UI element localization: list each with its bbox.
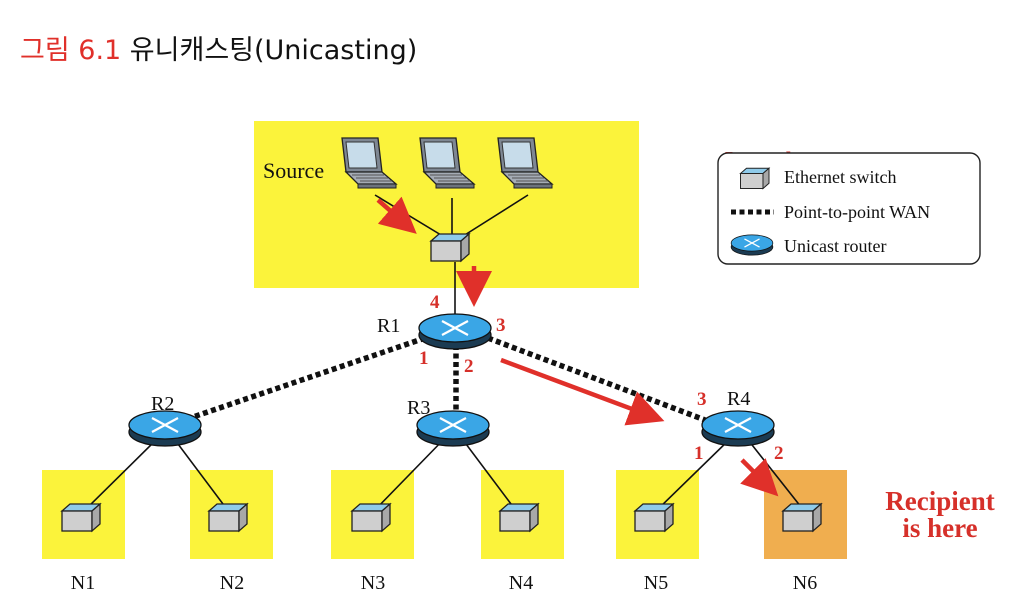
figure-caption: 유니캐스팅(Unicasting): [129, 35, 418, 66]
r1-port-4: 4: [430, 292, 440, 313]
n1-label: N1: [71, 572, 95, 594]
source-switch-icon: [430, 233, 470, 262]
n4-switch-icon: [499, 503, 539, 532]
r2-label: R2: [151, 393, 174, 415]
r4-port-3: 3: [697, 389, 707, 410]
figure-title: 그림 6.1 유니캐스팅(Unicasting): [20, 28, 417, 67]
recipient-label-line2: is here: [902, 513, 977, 543]
legend-item-router: Unicast router: [784, 236, 886, 256]
legend-item-switch: Ethernet switch: [784, 167, 896, 187]
r2-router-icon: [127, 409, 203, 448]
r3-label: R3: [407, 397, 430, 419]
r4-router-icon: [700, 409, 776, 448]
n5-label: N5: [644, 572, 668, 594]
n2-switch-icon: [208, 503, 248, 532]
n6-label: N6: [793, 572, 817, 594]
n4-label: N4: [509, 572, 533, 594]
path-arrow-r1-r4: [500, 357, 665, 426]
r1-port-2: 2: [464, 356, 474, 377]
n3-label: N3: [361, 572, 385, 594]
recipient-label-line1: Recipient: [885, 486, 994, 516]
n2-label: N2: [220, 572, 244, 594]
r1-port-3: 3: [496, 315, 506, 336]
path-arrow-r4-n6: [740, 458, 779, 497]
r1-port-1: 1: [419, 348, 429, 369]
legend-router-icon: [730, 234, 774, 256]
r4-label: R4: [727, 388, 750, 410]
legend-switch-icon: [740, 167, 770, 189]
path-arrow-source: [376, 196, 417, 234]
r1-label: R1: [377, 315, 400, 337]
figure-number: 그림 6.1: [20, 35, 122, 66]
n1-switch-icon: [61, 503, 101, 532]
wan-link-r1-r4: [487, 335, 706, 423]
r4-port-1: 1: [694, 443, 704, 464]
r1-router-icon: [417, 312, 493, 351]
wan-link-r1-r2: [189, 335, 426, 421]
n3-switch-icon: [351, 503, 391, 532]
source-label: Source: [263, 158, 324, 183]
n5-switch-icon: [634, 503, 674, 532]
legend-item-wan: Point-to-point WAN: [784, 202, 930, 222]
r4-port-2: 2: [774, 443, 784, 464]
legend-box: [717, 152, 981, 265]
n6-switch-icon: [782, 503, 822, 532]
